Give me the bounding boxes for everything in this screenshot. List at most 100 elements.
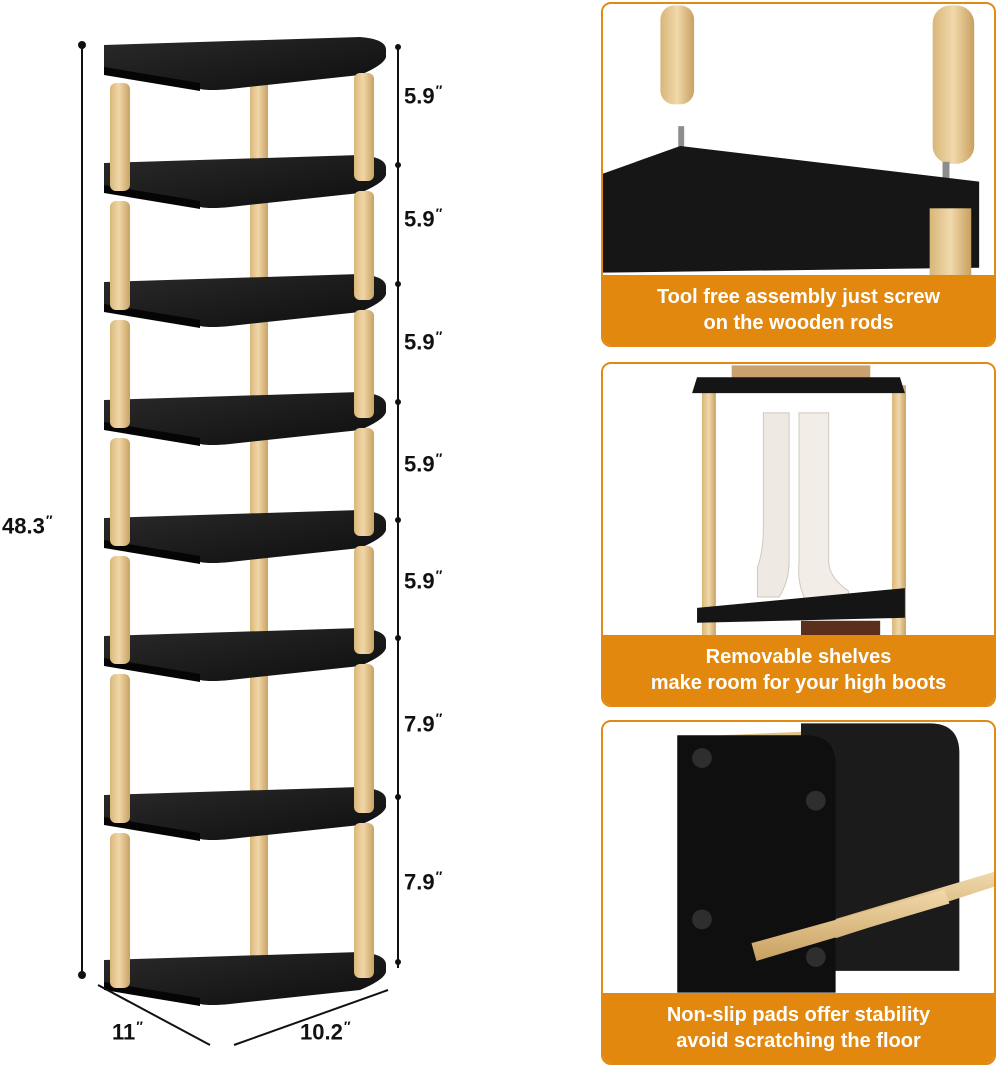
front-rod [354, 823, 374, 978]
spacing-label-7: 7.9″ [404, 868, 443, 895]
spacing-label-3: 5.9″ [404, 328, 443, 355]
spacing-tick [395, 162, 401, 168]
spacing-label-1: 5.9″ [404, 82, 443, 109]
spacing-label-2: 5.9″ [404, 205, 443, 232]
shelf-board [104, 274, 386, 327]
spacing-tick [395, 281, 401, 287]
shoe-on-shelf [800, 620, 881, 638]
caption-line: avoid scratching the floor [676, 1030, 921, 1052]
height-dimension-end [78, 971, 86, 979]
shelf-edge [104, 540, 200, 564]
shelf-edge [104, 185, 200, 209]
shelf-board [104, 155, 386, 208]
feature-panel-assembly: Tool free assembly just screw on the wood… [601, 2, 996, 347]
front-rod [110, 83, 130, 191]
spacing-tick [395, 959, 401, 965]
rear-rod [250, 550, 268, 658]
spacing-ticks [395, 44, 401, 965]
side-panel [677, 735, 836, 993]
front-rod [354, 73, 374, 181]
nonslip-pad-icon [805, 947, 826, 967]
shelf-board [104, 952, 386, 1005]
spacing-tick [395, 517, 401, 523]
nonslip-pad-icon [692, 748, 712, 768]
front-rod [354, 310, 374, 418]
spacing-tick [395, 44, 401, 50]
front-rod [110, 320, 130, 428]
spacing-label-5: 5.9″ [404, 567, 443, 594]
depth-dimension-line [97, 984, 211, 1046]
wooden-rod [751, 889, 950, 961]
spacing-label-6: 7.9″ [404, 710, 443, 737]
shelf-board [104, 37, 386, 90]
front-rod [354, 546, 374, 654]
wooden-rod [929, 208, 972, 278]
assembly-closeup-photo [603, 5, 994, 278]
spacing-tick [395, 794, 401, 800]
front-rod [110, 201, 130, 310]
rear-rod [250, 195, 268, 304]
shelf-board [104, 787, 386, 840]
depth-label: 11″ [112, 1018, 143, 1045]
nonslip-pad-icon [805, 790, 826, 811]
rack-front-rods [110, 73, 374, 988]
shelf-board [603, 145, 980, 273]
spacing-label-4: 5.9″ [404, 450, 443, 477]
rear-rod [250, 668, 268, 817]
front-rod [354, 191, 374, 300]
feature-panel-boots: Removable shelves make room for your high… [601, 362, 996, 707]
boot-icon [756, 412, 790, 598]
caption-line: Removable shelves [705, 646, 892, 668]
screw-icon [942, 161, 950, 186]
front-rod [354, 664, 374, 813]
shoe-on-shelf [731, 365, 871, 380]
feature-panel-pads: Non-slip pads offer stability avoid scrat… [601, 720, 996, 1065]
caption-line: Tool free assembly just screw [656, 286, 941, 308]
shelf-edge [104, 67, 200, 91]
spacing-tick [395, 635, 401, 641]
shelf-edge [104, 982, 200, 1006]
wooden-rod [701, 385, 716, 638]
caption-line: on the wooden rods [703, 312, 894, 334]
shelf-board [104, 392, 386, 445]
shelf-board [104, 628, 386, 681]
assembly-caption: Tool free assembly just screw on the wood… [603, 275, 994, 345]
boots-shelf-photo [603, 365, 994, 638]
shelf-board [692, 377, 905, 394]
rear-rod [250, 432, 268, 540]
screw-icon [678, 126, 685, 148]
shelf-board [697, 588, 905, 623]
shelf-edge [104, 658, 200, 682]
nonslip-pad-icon [692, 909, 712, 930]
front-rod [110, 674, 130, 823]
nonslip-pads-photo [603, 723, 994, 996]
shelf-board [104, 510, 386, 563]
front-rod [354, 428, 374, 536]
front-rod [110, 556, 130, 664]
rear-rod [250, 77, 268, 185]
shelf-edge [104, 817, 200, 841]
wooden-rod [932, 5, 975, 164]
caption-line: make room for your high boots [650, 672, 947, 694]
front-rod [110, 438, 130, 546]
boots-caption: Removable shelves make room for your high… [603, 635, 994, 705]
caption-line: Non-slip pads offer stability [666, 1004, 931, 1026]
rear-rod [250, 314, 268, 422]
shoe-rack-illustration [78, 37, 401, 1046]
total-height-label: 48.3″ [2, 512, 53, 539]
front-rod [110, 833, 130, 988]
width-dimension-line [233, 989, 389, 1046]
dimension-lines [78, 41, 399, 1046]
spacing-tick [395, 399, 401, 405]
wooden-rod [660, 5, 695, 105]
rear-rod [250, 827, 268, 982]
shelf-edge [104, 422, 200, 446]
pads-caption: Non-slip pads offer stability avoid scrat… [603, 993, 994, 1063]
shelf-edge [104, 304, 200, 328]
rack-back-rods [250, 77, 268, 982]
rack-shelves [104, 37, 386, 1006]
height-dimension-end [78, 41, 86, 49]
wooden-rod [892, 385, 906, 638]
width-label: 10.2″ [300, 1018, 351, 1045]
